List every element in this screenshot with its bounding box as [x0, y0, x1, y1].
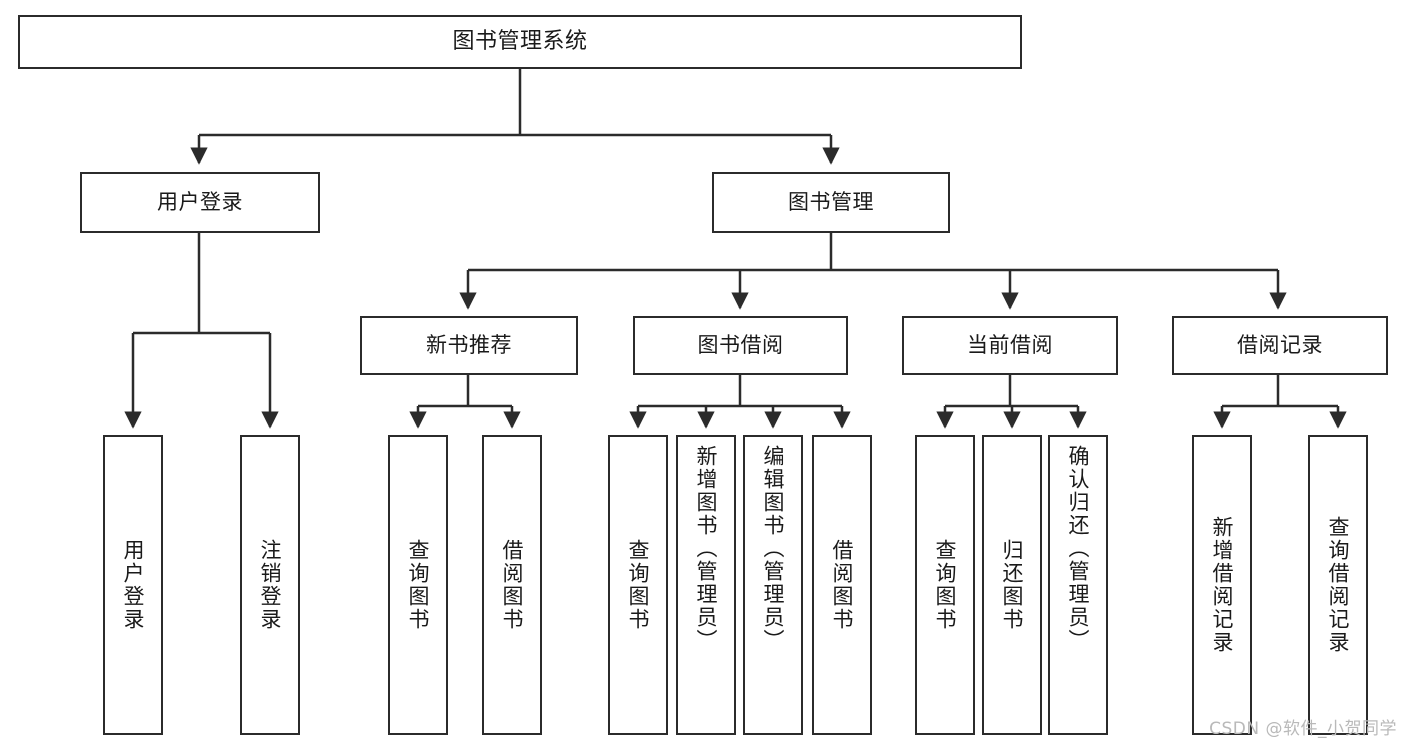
node-label: 图书借阅 [697, 333, 784, 358]
node-label: 借阅记录 [1237, 333, 1323, 358]
node-book-management[interactable]: 图书管理 [712, 172, 950, 233]
leaf-borrow-search-book[interactable]: 查询图书 [608, 435, 668, 735]
watermark-text: CSDN @软件_小贺同学 [1209, 719, 1397, 739]
leaf-user-login-login[interactable]: 用户登录 [103, 435, 163, 735]
node-label: 注销登录 [258, 539, 283, 631]
node-label: 图书管理 [788, 190, 874, 215]
node-label: 用户登录 [121, 539, 146, 631]
leaf-borrow-add-book-admin[interactable]: 新增图书（管理员） [676, 435, 736, 735]
node-current-borrow[interactable]: 当前借阅 [902, 316, 1118, 375]
node-label: 图书管理系统 [452, 29, 588, 55]
node-label: 查询图书 [406, 539, 431, 631]
node-label: 新书推荐 [426, 333, 512, 358]
leaf-current-search-book[interactable]: 查询图书 [915, 435, 975, 735]
leaf-new-book-search[interactable]: 查询图书 [388, 435, 448, 735]
node-label: 确认归还（管理员） [1066, 445, 1091, 652]
leaf-borrow-borrow-book[interactable]: 借阅图书 [812, 435, 872, 735]
node-label: 新增借阅记录 [1210, 516, 1235, 654]
node-label: 归还图书 [1000, 539, 1025, 631]
node-user-login[interactable]: 用户登录 [80, 172, 320, 233]
node-label: 编辑图书（管理员） [761, 445, 786, 652]
node-label: 借阅图书 [500, 539, 525, 631]
node-borrow-records[interactable]: 借阅记录 [1172, 316, 1388, 375]
leaf-new-book-borrow[interactable]: 借阅图书 [482, 435, 542, 735]
node-label: 查询图书 [626, 539, 651, 631]
node-label: 用户登录 [157, 190, 243, 215]
leaf-user-login-logout[interactable]: 注销登录 [240, 435, 300, 735]
node-label: 借阅图书 [830, 539, 855, 631]
leaf-records-search-record[interactable]: 查询借阅记录 [1308, 435, 1368, 735]
node-book-borrow[interactable]: 图书借阅 [633, 316, 848, 375]
node-label: 查询借阅记录 [1326, 516, 1351, 654]
leaf-current-return-book[interactable]: 归还图书 [982, 435, 1042, 735]
leaf-records-add-record[interactable]: 新增借阅记录 [1192, 435, 1252, 735]
node-new-book-recommend[interactable]: 新书推荐 [360, 316, 578, 375]
node-label: 新增图书（管理员） [694, 445, 719, 652]
leaf-current-confirm-return-admin[interactable]: 确认归还（管理员） [1048, 435, 1108, 735]
node-root-system[interactable]: 图书管理系统 [18, 15, 1022, 69]
node-label: 查询图书 [933, 539, 958, 631]
node-label: 当前借阅 [967, 333, 1053, 358]
leaf-borrow-edit-book-admin[interactable]: 编辑图书（管理员） [743, 435, 803, 735]
